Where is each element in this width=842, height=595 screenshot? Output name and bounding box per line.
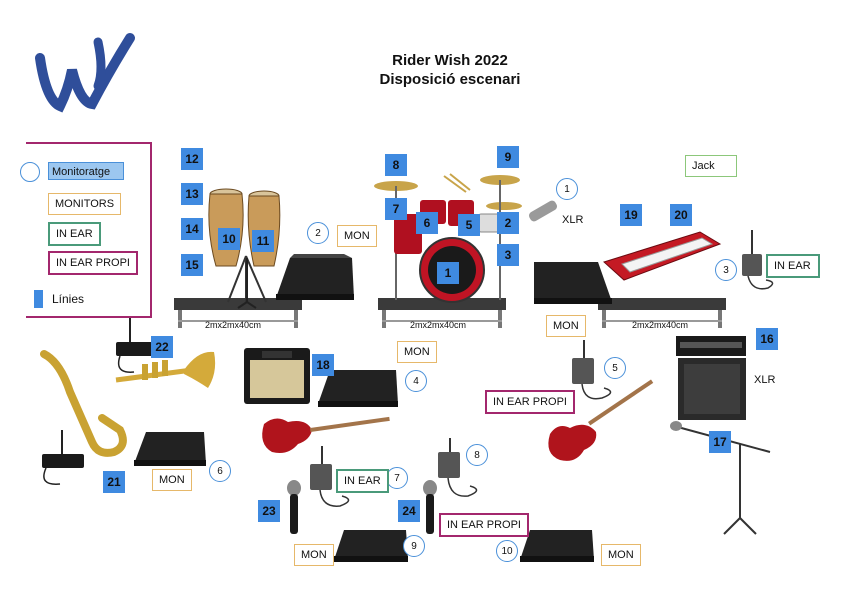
line-box: 21	[103, 471, 125, 493]
monitor-circle: 1	[556, 178, 578, 200]
jack-tag: Jack	[685, 155, 737, 177]
xlr-label: XLR	[562, 214, 584, 226]
in-ear-propi-tag: IN EAR PROPI	[439, 513, 529, 537]
riser-left-label: 2mx2mx40cm	[205, 320, 262, 330]
bass-guitar-icon	[548, 379, 654, 461]
drum-kit-icon	[374, 173, 522, 303]
legend-in-ear-propi: IN EAR PROPI	[48, 251, 138, 275]
line-box: 13	[181, 183, 203, 205]
monitor-circle: 5	[604, 357, 626, 379]
line-box: 20	[670, 204, 692, 226]
line-box: 10	[218, 228, 240, 250]
mic-stand-left-icon	[237, 258, 257, 309]
riser-left	[174, 298, 302, 328]
title-line-2: Disposició escenari	[379, 71, 521, 88]
wedge-monitor-icon	[534, 262, 612, 304]
line-box: 15	[181, 254, 203, 276]
monitor-circle: 8	[466, 444, 488, 466]
mon-tag: MON	[152, 469, 192, 491]
line-box: 5	[458, 214, 480, 236]
riser-right	[598, 298, 726, 328]
legend-monitors: MONITORS	[48, 193, 122, 215]
legend: Monitoratge MONITORS IN EAR IN EAR PROPI…	[20, 142, 152, 318]
wedge-monitor-icon	[276, 254, 354, 300]
mon-tag: MON	[546, 315, 586, 337]
in-ear-propi-tag: IN EAR PROPI	[485, 390, 575, 414]
line-box: 3	[497, 244, 519, 266]
logo-w	[35, 33, 135, 113]
line-box: 18	[312, 354, 334, 376]
in-ear-pack-icon	[742, 230, 774, 290]
riser-center-label: 2mx2mx40cm	[410, 320, 467, 330]
handheld-mic-icon	[287, 480, 301, 534]
mon-tag: MON	[337, 225, 377, 247]
handheld-mic-icon	[423, 480, 437, 534]
line-box: 9	[497, 146, 519, 168]
monitor-circle: 7	[386, 467, 408, 489]
legend-in-ear: IN EAR	[48, 222, 101, 246]
in-ear-pack-icon	[438, 438, 478, 497]
xlr-label: XLR	[754, 374, 776, 386]
wedge-monitor-icon	[134, 432, 206, 466]
trumpet-icon	[115, 351, 216, 388]
monitor-circle: 6	[209, 460, 231, 482]
wireless-receiver-icon	[42, 430, 84, 485]
legend-monitoratge: Monitoratge	[48, 162, 124, 180]
line-box: 19	[620, 204, 642, 226]
in-ear-tag: IN EAR	[766, 254, 820, 278]
monitor-circle: 10	[496, 540, 518, 562]
line-box: 14	[181, 218, 203, 240]
mon-tag: MON	[397, 341, 437, 363]
wedge-monitor-icon	[334, 530, 408, 562]
line-box: 24	[398, 500, 420, 522]
wireless-receiver-icon	[116, 318, 156, 373]
riser-center	[378, 298, 506, 328]
monitor-circle: 9	[403, 535, 425, 557]
xlr-connector-icon	[528, 200, 558, 222]
line-box: 16	[756, 328, 778, 350]
legend-line-box-icon	[34, 290, 43, 308]
line-box: 22	[151, 336, 173, 358]
riser-right-label: 2mx2mx40cm	[632, 320, 689, 330]
electric-guitar-icon	[262, 416, 390, 453]
in-ear-tag: IN EAR	[336, 469, 389, 493]
wedge-monitor-icon	[520, 530, 594, 562]
monitor-circle: 3	[715, 259, 737, 281]
monitor-circle: 4	[405, 370, 427, 392]
line-box: 1	[437, 262, 459, 284]
line-box: 7	[385, 198, 407, 220]
line-box: 2	[497, 212, 519, 234]
line-box: 12	[181, 148, 203, 170]
line-box: 11	[252, 230, 274, 252]
saxophone-icon	[40, 350, 127, 457]
guitar-amp-icon	[244, 348, 310, 404]
keyboard-icon	[603, 231, 722, 281]
line-box: 8	[385, 154, 407, 176]
bass-amp-icon	[676, 336, 746, 420]
in-ear-pack-icon	[572, 340, 612, 400]
line-box: 23	[258, 500, 280, 522]
page-title: Rider Wish 2022 Disposició escenari	[300, 51, 600, 89]
in-ear-pack-icon	[310, 446, 350, 507]
legend-monitor-circle-icon	[20, 162, 40, 182]
mon-tag: MON	[294, 544, 334, 566]
mon-tag: MON	[601, 544, 641, 566]
wedge-monitor-icon	[318, 370, 398, 407]
line-box: 6	[416, 212, 438, 234]
monitor-circle: 2	[307, 222, 329, 244]
legend-linies: Línies	[52, 292, 85, 306]
title-line-1: Rider Wish 2022	[392, 52, 508, 69]
line-box: 17	[709, 431, 731, 453]
